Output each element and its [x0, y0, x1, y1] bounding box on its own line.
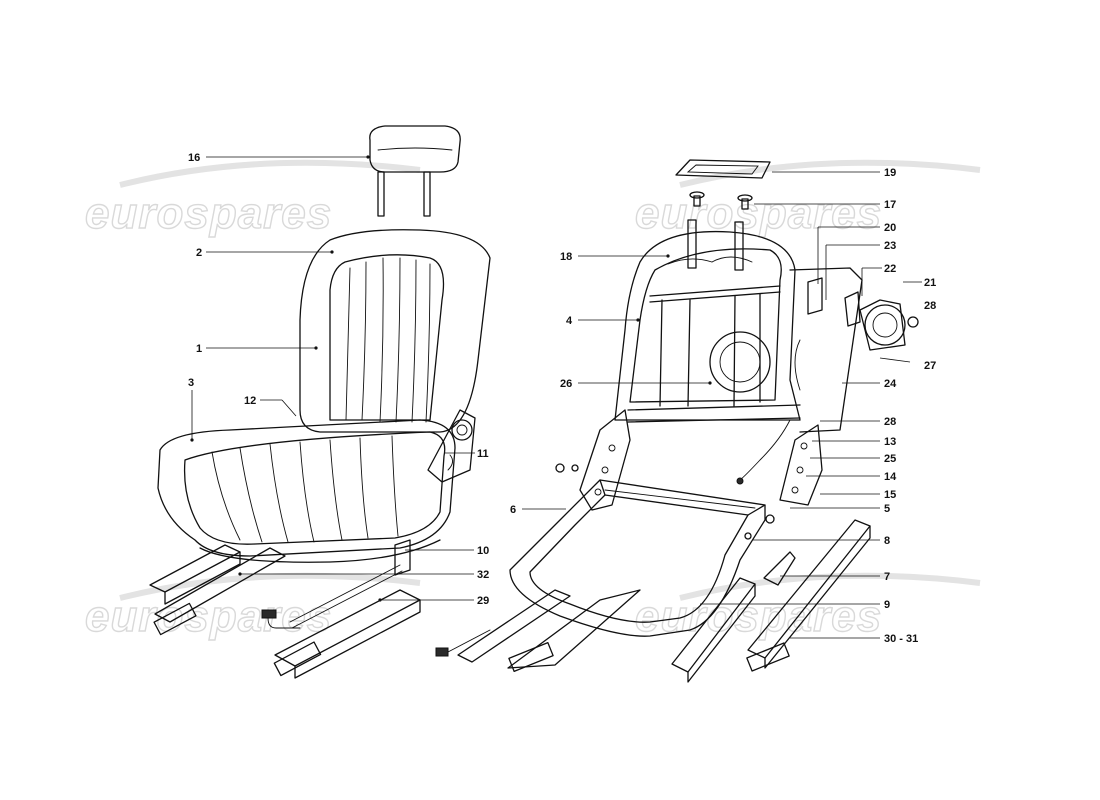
callout-8: 8 [884, 535, 890, 547]
callout-19: 19 [884, 167, 896, 179]
callout-28-bottom: 28 [884, 416, 896, 428]
callout-32: 32 [477, 569, 489, 581]
seat-cushion [157, 419, 456, 563]
right-seat-rails [435, 519, 871, 683]
exploded-seat-frame [435, 159, 919, 683]
headrest-cover-plate [675, 159, 771, 179]
recliner-adjuster [807, 277, 919, 351]
callout-2: 2 [196, 247, 202, 259]
recliner-mechanism [427, 409, 476, 483]
callout-labels: 16 2 1 3 12 11 10 32 29 18 4 26 6 19 17 … [188, 152, 936, 645]
callout-25: 25 [884, 453, 896, 465]
backrest-back-panel [709, 267, 863, 433]
assembled-seat [149, 125, 491, 679]
callout-30-31: 30 - 31 [884, 633, 918, 645]
callout-21: 21 [924, 277, 936, 289]
callout-16: 16 [188, 152, 200, 164]
callout-23: 23 [884, 240, 896, 252]
callout-27: 27 [924, 360, 936, 372]
callout-26: 26 [560, 378, 572, 390]
callout-20: 20 [884, 222, 896, 234]
callout-5: 5 [884, 503, 890, 515]
callout-11: 11 [477, 448, 489, 460]
callout-12: 12 [244, 395, 256, 407]
callout-7: 7 [884, 571, 890, 583]
backrest-frame [614, 230, 801, 423]
hinge-brackets [555, 409, 823, 511]
callout-28-top: 28 [924, 300, 936, 312]
callout-3: 3 [188, 377, 194, 389]
callout-6: 6 [510, 504, 516, 516]
watermark-top-left: eurospares [85, 189, 332, 238]
watermark-bottom-right: eurospares [635, 592, 882, 641]
callout-14: 14 [884, 471, 897, 483]
callout-13: 13 [884, 436, 896, 448]
backrest [299, 229, 491, 433]
watermark-top-right: eurospares [635, 189, 882, 238]
callout-24: 24 [884, 378, 897, 390]
callout-29: 29 [477, 595, 489, 607]
callout-10: 10 [477, 545, 489, 557]
callout-9: 9 [884, 599, 890, 611]
callout-18: 18 [560, 251, 572, 263]
seat-pan-frame [509, 479, 775, 637]
leader-lines [190, 155, 922, 639]
callout-17: 17 [884, 199, 896, 211]
callout-15: 15 [884, 489, 896, 501]
release-cable [736, 419, 791, 485]
headrest-guides [687, 191, 753, 271]
callout-1: 1 [196, 343, 202, 355]
headrest [369, 125, 461, 217]
callout-22: 22 [884, 263, 896, 275]
callout-4: 4 [566, 315, 573, 327]
